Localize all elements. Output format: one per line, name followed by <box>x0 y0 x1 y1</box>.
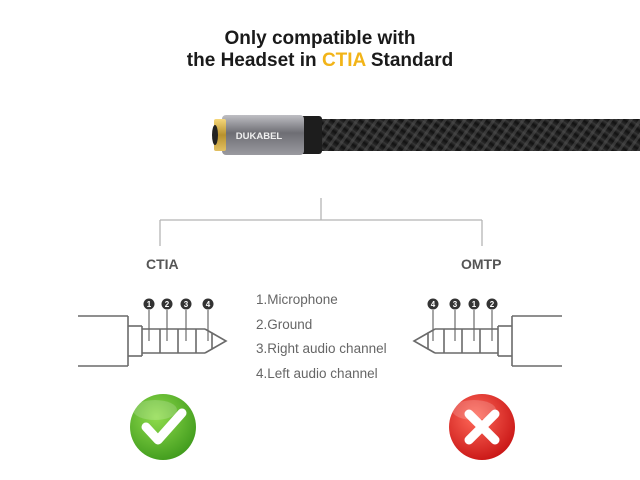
ctia-pin-label: 2 <box>165 300 170 309</box>
legend-item-ground: 2.Ground <box>256 317 313 332</box>
omtp-plug <box>412 315 562 367</box>
title-line-1: Only compatible with <box>224 28 416 49</box>
omtp-pin-label: 3 <box>453 300 458 309</box>
legend-item-left-audio: 4.Left audio channel <box>256 366 378 381</box>
cable-brand: DUKABEL <box>236 131 283 142</box>
title-highlight: CTIA <box>321 50 366 71</box>
omtp-label: OMTP <box>461 256 502 272</box>
cable-boot <box>300 116 322 154</box>
ctia-pin-badge <box>143 298 155 310</box>
omtp-pin-label: 2 <box>490 300 495 309</box>
title-suffix: Standard <box>365 50 454 71</box>
check-icon <box>130 394 196 460</box>
ctia-pin-label: 1 <box>147 300 152 309</box>
ctia-pin-leaders <box>148 310 209 341</box>
omtp-pin-label: 1 <box>472 300 477 309</box>
audio-cable: DUKABEL <box>212 115 640 155</box>
omtp-pin-badge <box>486 298 498 310</box>
cable-socket-ring <box>214 119 226 151</box>
title-line-2: the Headset in CTIA Standard <box>0 50 640 72</box>
omtp-pin-badge <box>449 298 461 310</box>
cable-housing <box>222 115 304 155</box>
close-icon <box>449 394 515 460</box>
ctia-pin-badge <box>161 298 173 310</box>
omtp-pin-badges: 4 3 1 2 <box>427 298 498 310</box>
legend-item-microphone: 1.Microphone <box>256 292 338 307</box>
cable-socket-hole <box>212 125 218 145</box>
legend-item-right-audio: 3.Right audio channel <box>256 341 387 356</box>
cable-braid <box>318 119 640 151</box>
ctia-plug <box>78 315 228 367</box>
ctia-pin-label: 4 <box>206 300 211 309</box>
connector-lines <box>159 198 483 246</box>
ctia-label: CTIA <box>146 256 179 272</box>
ctia-pin-label: 3 <box>184 300 189 309</box>
title-prefix: the Headset in <box>186 50 322 71</box>
omtp-pin-badge <box>468 298 480 310</box>
omtp-pin-badge <box>427 298 439 310</box>
ctia-pin-badges: 1 2 3 4 <box>143 298 214 310</box>
ctia-pin-badge <box>202 298 214 310</box>
omtp-pin-leaders <box>432 310 493 341</box>
omtp-pin-label: 4 <box>431 300 436 309</box>
ctia-pin-badge <box>180 298 192 310</box>
